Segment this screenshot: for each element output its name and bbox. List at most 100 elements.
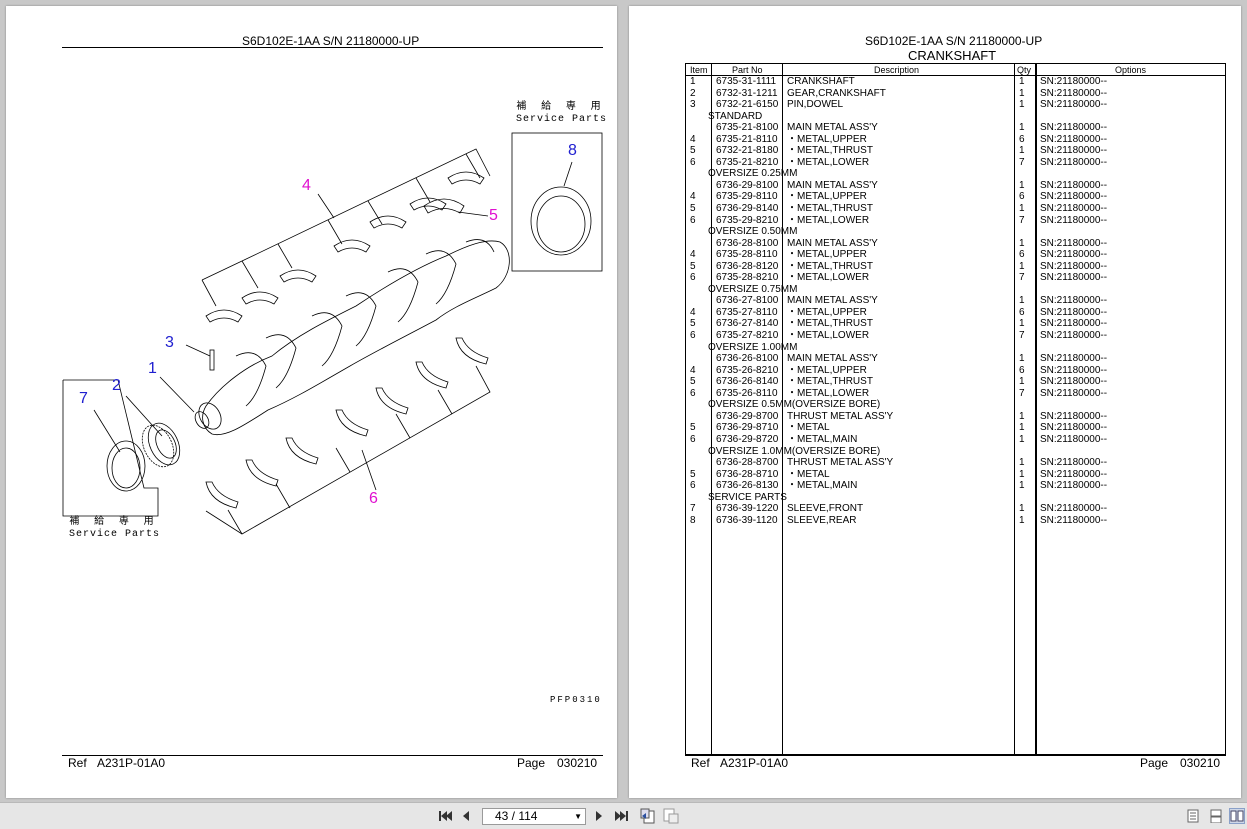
item-cell: 4 — [690, 306, 696, 318]
section-heading: STANDARD — [708, 110, 763, 122]
go-back-button[interactable] — [640, 808, 656, 824]
options-cell: SN:21180000-- — [1040, 306, 1108, 318]
qty-cell: 7 — [1019, 272, 1025, 284]
part-no-cell: 6736-26-8100 — [716, 353, 779, 365]
description-cell: ・METAL,UPPER — [787, 249, 867, 261]
part-no-cell: 6735-28-8110 — [716, 249, 778, 261]
qty-cell: 1 — [1019, 503, 1025, 515]
section-heading-row: SERVICE PARTS — [686, 492, 1225, 504]
two-page-view-icon — [1230, 810, 1244, 822]
last-page-button[interactable] — [614, 808, 630, 824]
item-cell: 6 — [690, 214, 696, 226]
description-cell: ・METAL,UPPER — [787, 133, 867, 145]
parts-page-subtitle: CRANKSHAFT — [908, 48, 997, 63]
page-number-select[interactable]: 43 / 114 ▼ — [482, 808, 586, 825]
options-cell: SN:21180000-- — [1040, 295, 1108, 307]
qty-cell: 1 — [1019, 179, 1025, 191]
item-cell: 5 — [690, 376, 696, 388]
qty-cell: 1 — [1019, 237, 1025, 249]
go-forward-icon — [663, 808, 679, 824]
go-back-icon — [640, 808, 655, 824]
description-cell: ・METAL — [787, 422, 830, 434]
qty-cell: 7 — [1019, 387, 1025, 399]
description-cell: ・METAL,LOWER — [787, 330, 870, 342]
item-cell: 4 — [690, 191, 696, 203]
col-header-item: Item — [690, 65, 708, 75]
crankshaft-exploded-drawing — [62, 132, 603, 535]
qty-cell: 1 — [1019, 145, 1025, 157]
part-no-cell: 6732-31-1211 — [716, 87, 778, 99]
qty-cell: 1 — [1019, 353, 1025, 365]
rear-sleeve-ring — [530, 186, 592, 256]
options-cell: SN:21180000-- — [1040, 237, 1108, 249]
callout-8: 8 — [568, 142, 577, 159]
description-cell: THRUST METAL ASS'Y — [787, 457, 894, 469]
options-cell: SN:21180000-- — [1040, 260, 1108, 272]
continuous-view-icon — [1210, 809, 1222, 823]
part-no-cell: 6736-27-8140 — [716, 318, 779, 330]
page-indicator: 43 / 114 — [495, 809, 538, 823]
description-cell: MAIN METAL ASS'Y — [787, 353, 878, 365]
part-no-cell: 6736-29-8720 — [716, 433, 779, 445]
qty-cell: 6 — [1019, 191, 1025, 203]
item-cell: 5 — [690, 260, 696, 272]
item-cell: 5 — [690, 318, 696, 330]
description-cell: ・METAL,MAIN — [787, 480, 858, 492]
page-value: 030210 — [1180, 756, 1221, 770]
section-heading: OVERSIZE 0.5MM(OVERSIZE BORE) — [708, 399, 881, 411]
continuous-view-button[interactable] — [1208, 808, 1224, 824]
part-no-cell: 6736-29-8700 — [716, 410, 779, 422]
dowel-pin — [209, 349, 215, 371]
two-page-view-button[interactable] — [1229, 808, 1245, 824]
description-cell: MAIN METAL ASS'Y — [787, 179, 878, 191]
description-cell: ・METAL,THRUST — [787, 376, 873, 388]
part-no-cell: 6735-27-8110 — [716, 306, 778, 318]
next-page-button[interactable] — [591, 808, 607, 824]
lower-bearing-bracket — [205, 365, 491, 535]
callout-6: 6 — [369, 490, 378, 507]
page-label: Page — [1140, 756, 1169, 770]
options-cell: SN:21180000-- — [1040, 133, 1108, 145]
part-no-cell: 6736-28-8100 — [716, 237, 779, 249]
options-cell: SN:21180000-- — [1040, 503, 1108, 515]
qty-cell: 6 — [1019, 364, 1025, 376]
options-cell: SN:21180000-- — [1040, 422, 1108, 434]
section-heading-row: OVERSIZE 1.0MM(OVERSIZE BORE) — [686, 446, 1225, 458]
options-cell: SN:21180000-- — [1040, 76, 1108, 87]
first-page-button[interactable] — [437, 808, 453, 824]
part-no-cell: 6735-21-8210 — [716, 156, 779, 168]
col-header-desc: Description — [874, 65, 920, 75]
first-page-icon — [439, 811, 452, 821]
footer-rule — [62, 755, 603, 756]
qty-cell: 1 — [1019, 203, 1025, 215]
part-no-cell: 6736-28-8120 — [716, 260, 779, 272]
viewer-toolbar: 43 / 114 ▼ — [0, 802, 1247, 829]
single-page-view-button[interactable] — [1185, 808, 1201, 824]
prev-page-button[interactable] — [458, 808, 474, 824]
description-cell: MAIN METAL ASS'Y — [787, 122, 878, 134]
go-forward-button[interactable] — [663, 808, 679, 824]
part-no-cell: 6736-27-8100 — [716, 295, 779, 307]
section-heading: OVERSIZE 0.75MM — [708, 283, 798, 295]
qty-cell: 1 — [1019, 433, 1025, 445]
chevron-down-icon: ▼ — [574, 812, 582, 821]
callout-1: 1 — [148, 360, 157, 377]
prev-page-icon — [463, 811, 469, 821]
part-no-cell: 6732-21-8180 — [716, 145, 779, 157]
description-cell: ・METAL,THRUST — [787, 145, 873, 157]
qty-cell: 1 — [1019, 87, 1025, 99]
item-cell: 6 — [690, 433, 696, 445]
item-cell: 5 — [690, 203, 696, 215]
ref-value: A231P-01A0 — [97, 756, 166, 770]
